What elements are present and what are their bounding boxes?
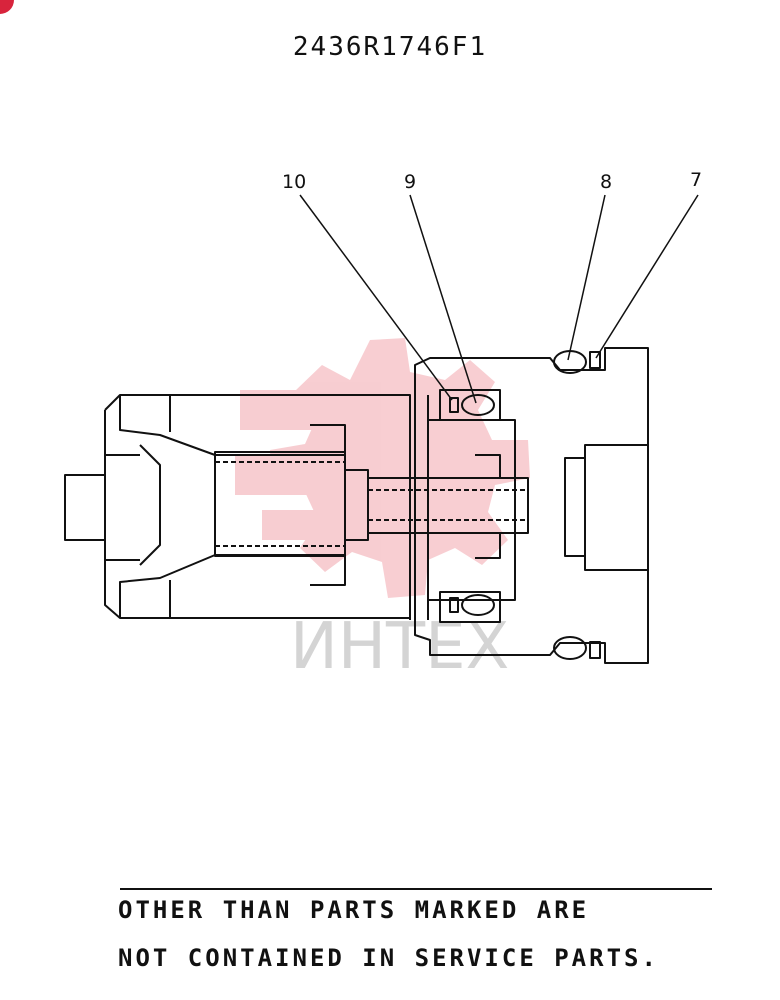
note-divider: [120, 888, 712, 890]
seal-seat-top: [439, 389, 501, 421]
drawing-number: 2436R1746F1: [292, 32, 488, 62]
leader-line-8: [567, 194, 606, 361]
seal-seat-bottom: [439, 591, 501, 623]
callout-7: 7: [690, 169, 702, 191]
o-ring-9-top: [461, 394, 495, 416]
center-plate: [409, 395, 429, 620]
callout-9: 9: [404, 171, 416, 193]
backup-ring-10-top: [449, 397, 459, 413]
leader-line-10: [299, 194, 453, 401]
end-cap: [584, 444, 649, 571]
o-ring-8-bottom: [553, 636, 587, 660]
callout-8: 8: [600, 171, 612, 193]
spool-bore: [214, 451, 346, 557]
leader-line-7: [595, 194, 699, 359]
shaft-stub: [64, 474, 105, 541]
note-line-2: NOT CONTAINED IN SERVICE PARTS.: [118, 944, 659, 972]
backup-ring-10-bottom: [449, 597, 459, 613]
right-flange: [414, 347, 649, 664]
note-line-1: OTHER THAN PARTS MARKED ARE: [118, 896, 590, 924]
o-ring-9-bottom: [461, 594, 495, 616]
backup-ring-7-bottom: [589, 641, 601, 659]
backup-ring-7-top: [589, 351, 601, 369]
leader-line-9: [409, 194, 477, 404]
callout-10: 10: [282, 171, 306, 193]
